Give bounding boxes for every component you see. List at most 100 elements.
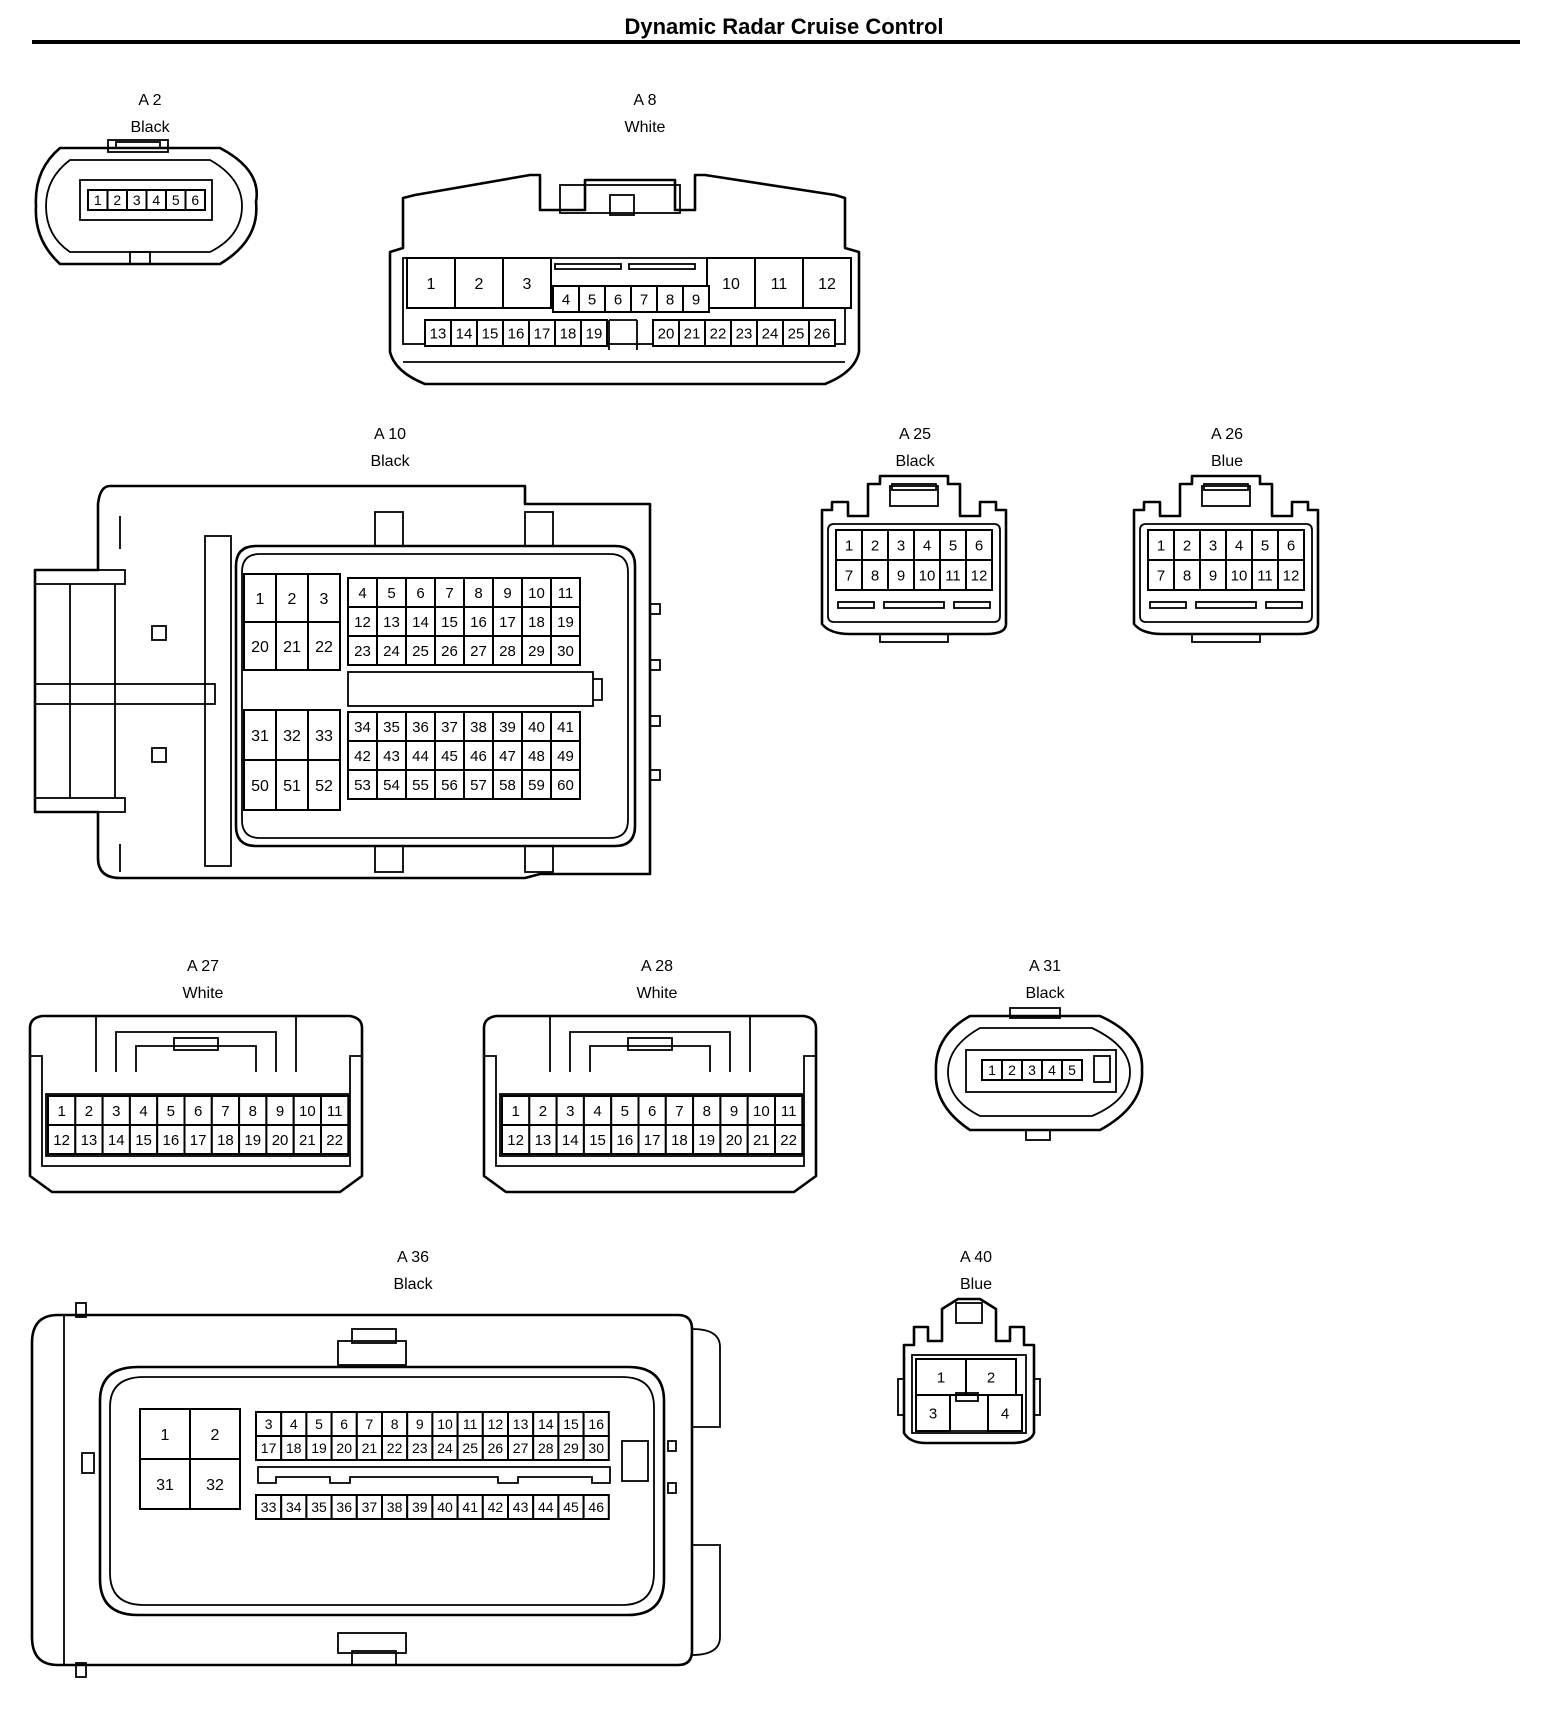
terminal-number: 15 bbox=[589, 1132, 606, 1149]
terminal-cell bbox=[939, 559, 967, 591]
housing-outline bbox=[649, 603, 661, 615]
terminal-number: 13 bbox=[430, 325, 447, 342]
terminal-number: 20 bbox=[726, 1132, 743, 1149]
terminal-number: 8 bbox=[391, 1416, 399, 1432]
housing-outline bbox=[69, 584, 116, 798]
terminal-number: 39 bbox=[499, 719, 516, 736]
terminal-number: 1 bbox=[1157, 537, 1165, 554]
housing-outline bbox=[549, 1016, 751, 1072]
terminal-cell bbox=[507, 1411, 535, 1437]
housing-outline bbox=[351, 1650, 397, 1666]
terminal-number: 23 bbox=[354, 643, 371, 660]
terminal-number: 14 bbox=[456, 325, 473, 342]
terminal-number: 22 bbox=[326, 1132, 343, 1149]
terminal-number: 42 bbox=[488, 1499, 504, 1515]
terminal-cell bbox=[405, 635, 436, 666]
housing-outline bbox=[554, 263, 622, 270]
terminal-cell bbox=[532, 1435, 560, 1461]
terminal-number: 12 bbox=[971, 567, 988, 584]
terminal-number: 31 bbox=[156, 1477, 174, 1494]
housing-outline bbox=[374, 511, 404, 547]
terminal-number: 13 bbox=[81, 1132, 98, 1149]
terminal-cell bbox=[521, 577, 552, 608]
terminal-cell bbox=[492, 606, 523, 637]
terminal-number: 31 bbox=[251, 728, 269, 745]
terminal-cell bbox=[128, 1095, 159, 1126]
terminal-number: 29 bbox=[563, 1440, 579, 1456]
terminal-cell bbox=[101, 1124, 131, 1155]
terminal-number: 18 bbox=[286, 1440, 302, 1456]
terminal-number: 25 bbox=[462, 1440, 478, 1456]
housing-outline bbox=[569, 1031, 731, 1072]
housing-outline bbox=[608, 319, 638, 350]
terminal-number: 33 bbox=[315, 728, 333, 745]
housing-outline bbox=[883, 601, 945, 609]
housing-outline bbox=[902, 1297, 1036, 1445]
terminal-number: 23 bbox=[412, 1440, 428, 1456]
housing-outline bbox=[129, 251, 151, 265]
terminal-cell bbox=[47, 1124, 77, 1155]
housing-outline bbox=[1149, 601, 1187, 609]
housing-outline bbox=[28, 1014, 364, 1194]
terminal-number: 8 bbox=[1183, 567, 1191, 584]
terminal-number: 3 bbox=[523, 276, 532, 293]
terminal-number: 40 bbox=[528, 719, 545, 736]
terminal-number: 28 bbox=[499, 643, 516, 660]
terminal-cell bbox=[610, 1124, 640, 1155]
terminal-number: 14 bbox=[412, 614, 429, 631]
terminal-number: 22 bbox=[387, 1440, 403, 1456]
terminal-number: 15 bbox=[135, 1132, 152, 1149]
terminal-number: 5 bbox=[1068, 1062, 1076, 1078]
terminal-cell bbox=[481, 1494, 509, 1520]
terminal-number: 26 bbox=[441, 643, 458, 660]
terminal-number: 2 bbox=[1008, 1062, 1016, 1078]
terminal-cell bbox=[347, 606, 378, 637]
terminal-number: 10 bbox=[1231, 567, 1248, 584]
terminal-cell bbox=[355, 1435, 383, 1461]
terminal-number: 4 bbox=[593, 1103, 601, 1120]
terminal-cell bbox=[406, 257, 456, 309]
terminal-number: 3 bbox=[1209, 537, 1217, 554]
terminal-number: 60 bbox=[557, 777, 574, 794]
housing-outline bbox=[628, 263, 696, 270]
terminal-cell bbox=[381, 1435, 409, 1461]
housing-outline bbox=[649, 659, 661, 671]
terminal-number: 16 bbox=[588, 1416, 604, 1432]
housing-outline bbox=[75, 1302, 87, 1318]
terminal-number: 11 bbox=[558, 585, 574, 602]
terminal-cell bbox=[550, 635, 581, 666]
terminal-number: 7 bbox=[675, 1103, 683, 1120]
terminal-cell bbox=[347, 635, 378, 666]
terminal-number: 4 bbox=[1235, 537, 1243, 554]
terminal-number: 11 bbox=[945, 567, 961, 584]
terminal-cell bbox=[320, 1095, 350, 1126]
terminal-number: 5 bbox=[172, 192, 180, 208]
housing-outline bbox=[524, 511, 554, 547]
terminal-number: 3 bbox=[320, 591, 329, 608]
connector-color: Black bbox=[370, 453, 410, 470]
terminal-cell bbox=[610, 1095, 640, 1126]
terminal-cell bbox=[835, 559, 863, 591]
terminal-number: 17 bbox=[499, 614, 516, 631]
terminal-cell bbox=[463, 740, 494, 771]
terminal-cell bbox=[1061, 1059, 1083, 1081]
terminal-number: 4 bbox=[290, 1416, 298, 1432]
terminal-number: 8 bbox=[666, 291, 674, 308]
terminal-number: 45 bbox=[563, 1499, 579, 1515]
connector-id: A 40 bbox=[959, 1249, 993, 1266]
housing-outline bbox=[955, 1302, 983, 1324]
housing-outline bbox=[627, 1037, 673, 1051]
terminal-cell bbox=[550, 769, 581, 800]
terminal-number: 19 bbox=[244, 1132, 261, 1149]
terminal-number: 3 bbox=[112, 1103, 120, 1120]
terminal-number: 18 bbox=[528, 614, 545, 631]
housing-outline bbox=[34, 683, 216, 705]
terminal-number: 50 bbox=[251, 778, 269, 795]
housing-outline bbox=[589, 1045, 711, 1072]
